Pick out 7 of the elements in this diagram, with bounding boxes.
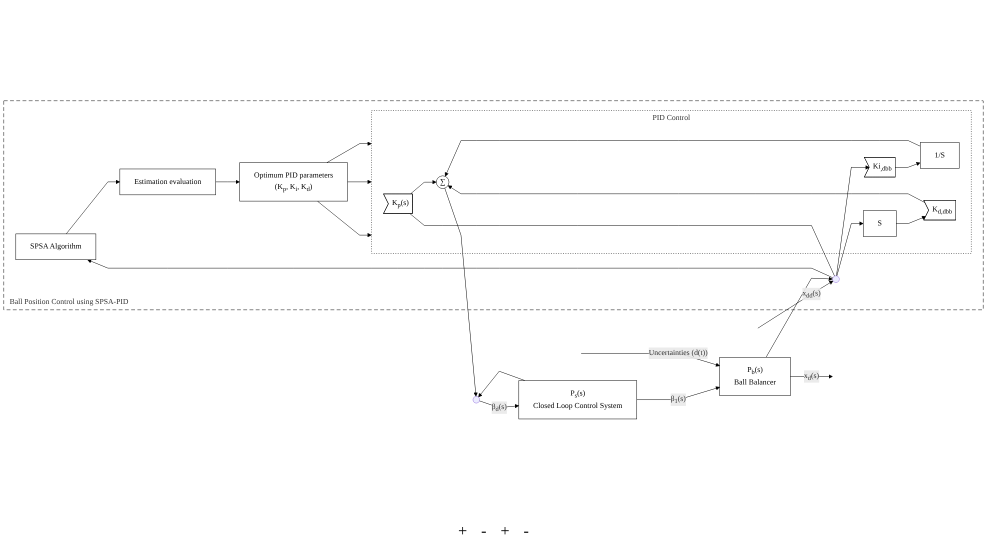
sign-label: - <box>481 523 486 541</box>
node-circle <box>832 275 840 282</box>
sign-label: + <box>458 523 468 541</box>
sign-label: + <box>500 523 510 541</box>
node-circle <box>472 396 480 403</box>
connector <box>410 213 835 276</box>
sign-label: - <box>524 523 529 541</box>
